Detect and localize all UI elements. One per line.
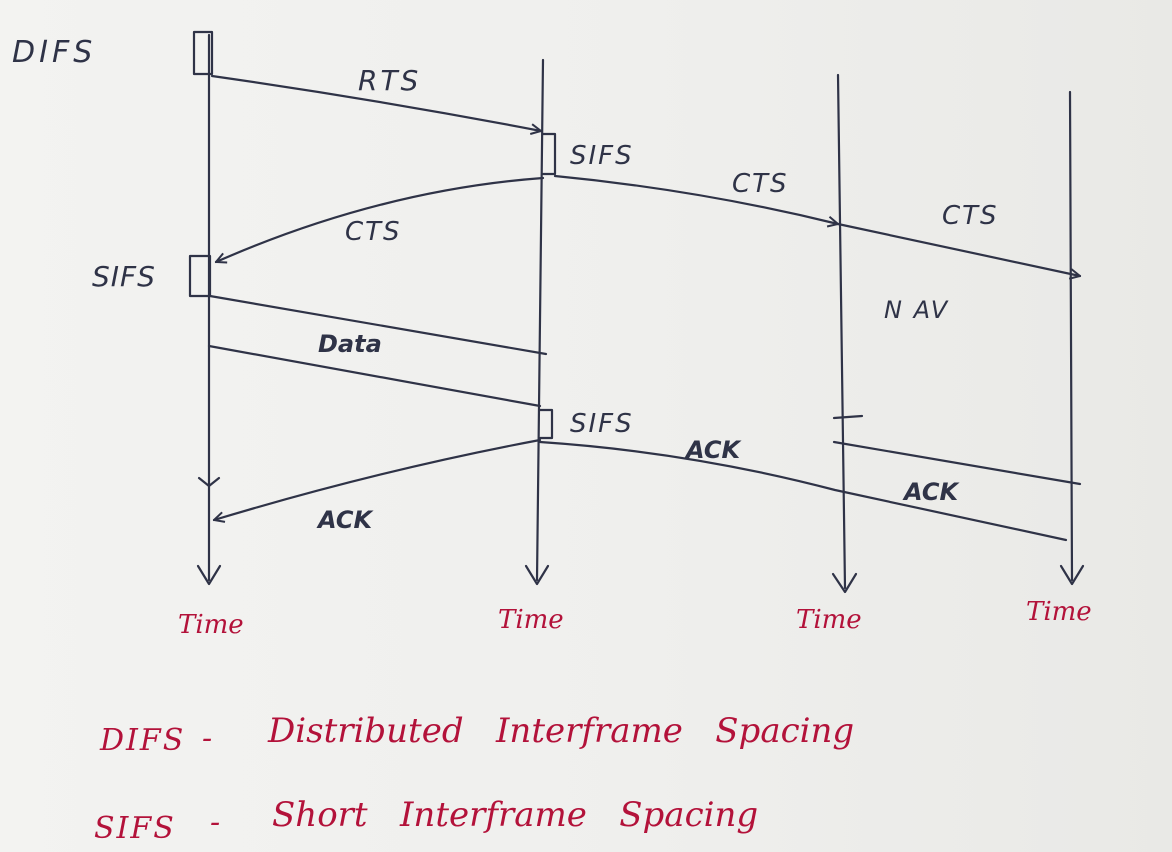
data-label: Data [318,330,382,358]
sifs-label-1: SIFS [570,141,634,171]
timeline-receiver-arrowhead [524,564,550,586]
difs-label: DIFS [12,35,96,70]
timeline-node-4-arrowhead [1059,564,1085,586]
timeline-receiver [535,58,545,582]
sifs-box-receiver [541,132,557,176]
ack-label-node-4: ACK [902,478,960,506]
cts-arrow-node-4 [836,222,1080,276]
legend-difs-full: Distributed Interframe Spacing [267,711,854,751]
sifs-box-receiver-2 [538,408,554,440]
timeline-node-3-arrowhead [831,572,858,594]
nav-line [832,440,1082,486]
ack-arrow-forward [538,440,1068,542]
time-label-4: Time [1026,597,1092,627]
ack-label-sender: ACK [316,506,374,534]
time-label-1: Time [178,610,244,640]
legend-difs-dash: - [202,721,212,756]
sender-tick [197,476,221,488]
cts-arrow-sender [216,176,545,262]
rts-label: RTS [358,64,421,97]
ack-label-middle: ACK [684,436,742,464]
difs-box [192,30,214,76]
data-frame-top [208,294,548,356]
data-frame-bottom [207,344,542,408]
cts-label-node-3: CTS [732,169,789,199]
legend-sifs-abbr: SIFS [94,811,176,846]
time-label-2: Time [498,605,564,635]
timeline-node-3 [836,73,847,590]
time-label-3: Time [796,605,862,635]
ack-arrow-sender [214,438,542,520]
sifs-label-2: SIFS [92,260,156,293]
cts-arrow-node-3 [553,174,838,224]
cts-label-sender: CTS [345,217,402,247]
legend-sifs-full: Short Interframe Spacing [272,795,758,835]
sifs-label-3: SIFS [570,409,634,439]
legend-difs-abbr: DIFS [99,723,185,758]
timeline-node-4 [1068,90,1074,582]
cts-label-node-4: CTS [942,201,999,231]
sifs-box-sender [188,254,212,298]
legend-sifs-dash: - [210,805,220,840]
nav-start-tick [832,414,864,420]
nav-label: N AV [884,296,949,324]
rts-arrow [210,74,541,131]
timeline-sender-arrowhead [196,564,222,586]
